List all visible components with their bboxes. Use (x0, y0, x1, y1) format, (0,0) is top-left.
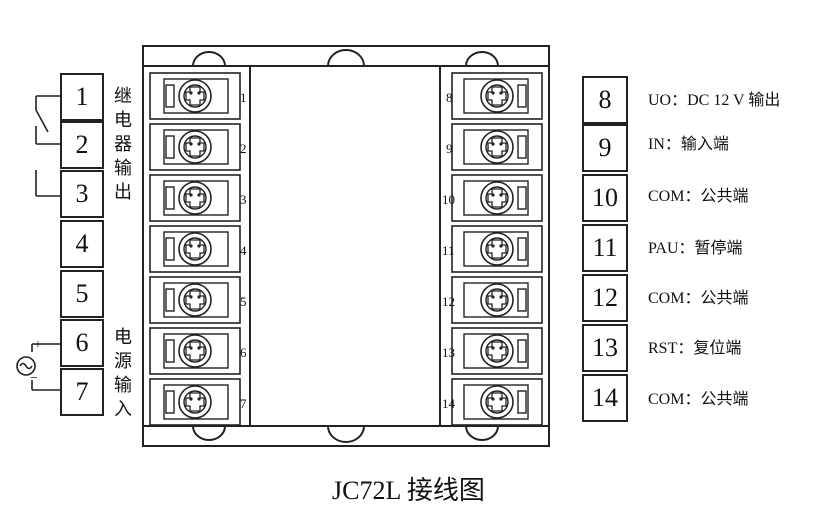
left-terminal-4: 4 (60, 220, 104, 268)
power-input-char: 输 (114, 375, 132, 395)
relay-output-char: 电 (114, 110, 132, 130)
power-minus-mark: − (30, 371, 38, 386)
left-terminal-6: 6 (60, 319, 104, 367)
bottom-latch-left (192, 425, 226, 441)
right-screw-block (451, 123, 543, 171)
left-terminal-2: 2 (60, 121, 104, 169)
right-terminal-10: 10 (582, 174, 628, 222)
screw-head-icon (480, 79, 514, 113)
terminal-9-desc: IN：输入端 (648, 136, 729, 153)
left-screw-block (149, 378, 241, 426)
left-screw-block (149, 174, 241, 222)
right-screw-number: 9 (446, 141, 453, 156)
terminal-11-desc: PAU：暂停端 (648, 240, 743, 257)
screw-head-icon (178, 385, 212, 419)
right-terminal-11: 11 (582, 224, 628, 272)
screw-head-icon (178, 283, 212, 317)
terminal-14-desc: COM：公共端 (648, 391, 749, 408)
right-screw-column (451, 72, 543, 426)
right-screw-block (451, 72, 543, 120)
right-screw-block (451, 327, 543, 375)
right-screw-number: 13 (442, 345, 455, 360)
left-screw-number: 6 (240, 345, 247, 360)
left-terminal-5: 5 (60, 270, 104, 318)
terminal-8-desc: UO：DC 12 V 输出 (648, 92, 781, 109)
left-terminal-1: 1 (60, 73, 104, 121)
center-panel (249, 65, 441, 427)
right-screw-block (451, 174, 543, 222)
screw-head-icon (480, 334, 514, 368)
left-screw-block (149, 123, 241, 171)
relay-output-label: 继 电 器 输 出 (112, 84, 134, 204)
right-terminal-9: 9 (582, 124, 628, 172)
terminal-12-desc: COM：公共端 (648, 290, 749, 307)
bottom-latch-right (465, 425, 499, 441)
left-screw-number: 5 (240, 294, 247, 309)
screw-head-icon (178, 79, 212, 113)
relay-output-char: 继 (114, 86, 132, 106)
top-latch-left (192, 51, 226, 67)
relay-output-char: 输 (114, 158, 132, 178)
screw-head-icon (178, 232, 212, 266)
right-terminal-12: 12 (582, 274, 628, 322)
relay-output-char: 器 (114, 134, 132, 154)
relay-output-char: 出 (114, 182, 132, 202)
screw-head-icon (480, 130, 514, 164)
left-screw-number: 3 (240, 192, 247, 207)
right-screw-number: 14 (442, 396, 455, 411)
power-input-label: 电 源 输 入 (112, 325, 134, 421)
top-latch-center (327, 49, 365, 67)
right-screw-number: 11 (442, 243, 455, 258)
screw-head-icon (480, 283, 514, 317)
right-terminal-14: 14 (582, 374, 628, 422)
right-screw-number: 12 (442, 294, 455, 309)
screw-head-icon (178, 181, 212, 215)
right-screw-number: 8 (446, 90, 453, 105)
left-screw-block (149, 327, 241, 375)
left-screw-block (149, 276, 241, 324)
terminal-10-desc: COM：公共端 (648, 188, 749, 205)
power-input-char: 入 (114, 399, 132, 419)
right-terminal-8: 8 (582, 76, 628, 124)
screw-head-icon (178, 334, 212, 368)
right-terminal-13: 13 (582, 324, 628, 372)
diagram-caption: JC72L 接线图 (332, 476, 485, 505)
bottom-latch-center (327, 425, 365, 443)
left-screw-column (149, 72, 241, 426)
left-terminal-7: 7 (60, 368, 104, 416)
right-screw-block (451, 225, 543, 273)
top-latch-right (465, 51, 499, 67)
left-screw-number: 2 (240, 141, 247, 156)
left-screw-block (149, 72, 241, 120)
power-source-symbol (16, 343, 60, 391)
terminal-13-desc: RST：复位端 (648, 340, 742, 357)
power-input-char: 源 (114, 351, 132, 371)
screw-head-icon (480, 181, 514, 215)
screw-head-icon (480, 232, 514, 266)
right-screw-block (451, 378, 543, 426)
power-plus-mark: + (34, 338, 42, 353)
left-screw-block (149, 225, 241, 273)
left-screw-number: 1 (240, 90, 247, 105)
screw-head-icon (178, 130, 212, 164)
left-screw-number: 7 (240, 396, 247, 411)
left-terminal-3: 3 (60, 170, 104, 218)
power-input-char: 电 (114, 327, 132, 347)
right-screw-block (451, 276, 543, 324)
right-screw-number: 10 (442, 192, 455, 207)
left-screw-number: 4 (240, 243, 247, 258)
relay-switch-symbol (35, 95, 60, 197)
screw-head-icon (480, 385, 514, 419)
